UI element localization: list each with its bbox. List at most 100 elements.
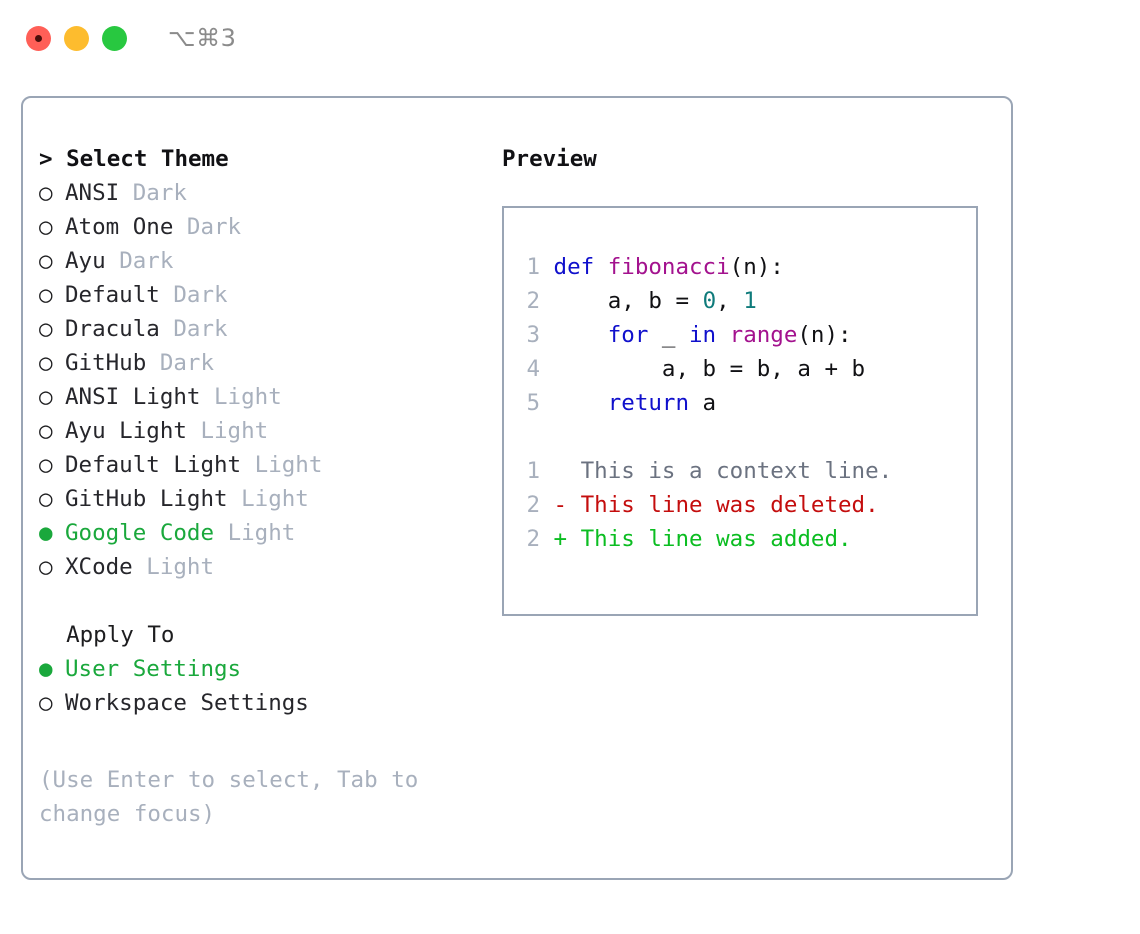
theme-name: Default Light — [65, 452, 242, 478]
radio-unselected-icon[interactable]: ○ — [39, 486, 53, 512]
line-number: 4 — [526, 356, 540, 382]
line-number: 2 — [526, 288, 540, 314]
theme-name: Atom One — [65, 214, 174, 240]
theme-list-item[interactable]: ○GitHub Dark — [39, 346, 479, 380]
theme-name: XCode — [65, 554, 133, 580]
code-token: , — [716, 288, 744, 314]
apply-to-heading: Apply To — [39, 622, 175, 648]
code-token: a, b = b, a + b — [553, 356, 866, 382]
theme-list-item[interactable]: ○ ANSI Dark — [39, 176, 479, 210]
theme-list-item[interactable]: ○ XCode Light — [39, 550, 479, 584]
preview-heading: Preview — [502, 146, 597, 172]
radio-unselected-icon[interactable]: ○ — [39, 384, 53, 410]
diff-text: This is a context line. — [540, 458, 893, 484]
theme-kind-badge: Light — [146, 554, 215, 580]
select-theme-heading: > Select Theme — [39, 146, 229, 172]
theme-name: Dracula — [65, 316, 160, 342]
code-line: 1 def fibonacci(n): — [514, 250, 970, 284]
radio-unselected-icon[interactable]: ○ — [39, 452, 53, 478]
theme-kind-badge: Dark — [159, 350, 215, 376]
theme-list-item[interactable]: ○ Ayu Dark — [39, 244, 479, 278]
code-token: (n): — [797, 322, 852, 348]
code-token: a, b = — [553, 288, 703, 314]
line-number: 5 — [526, 390, 540, 416]
diff-line: 2 + This line was added. — [514, 522, 970, 556]
radio-unselected-icon[interactable]: ○ — [39, 350, 53, 376]
window-title: ⌥⌘3 — [168, 24, 237, 52]
code-token: for — [607, 322, 649, 348]
title-bar: ⌥⌘3 — [0, 0, 1140, 78]
maximize-button[interactable] — [102, 26, 127, 51]
theme-kind-badge: Light — [227, 520, 296, 546]
apply-to-label: User Settings — [65, 656, 242, 682]
close-button[interactable] — [26, 26, 51, 51]
theme-selector-panel: > Select Theme ○ANSI Dark○Atom One Dark○… — [21, 96, 1013, 880]
radio-unselected-icon[interactable]: ○ — [39, 316, 53, 342]
theme-kind-badge: Dark — [132, 180, 187, 206]
radio-unselected-icon[interactable]: ○ — [39, 248, 53, 274]
theme-list-item[interactable]: ○Default Light Light — [39, 448, 479, 482]
apply-to-label: Workspace Settings — [65, 690, 309, 716]
code-token: in — [689, 322, 717, 348]
code-token: a — [689, 390, 717, 416]
theme-list-item[interactable]: ○Ayu Light Light — [39, 414, 479, 448]
theme-list-item[interactable]: ○ Atom One Dark — [39, 210, 479, 244]
apply-to-item[interactable]: ○ Workspace Settings — [39, 686, 479, 720]
apply-to-list[interactable]: ● User Settings ○ Workspace Settings — [39, 652, 479, 720]
apply-to-item[interactable]: ● User Settings — [39, 652, 479, 686]
radio-unselected-icon[interactable]: ○ — [39, 690, 53, 716]
radio-unselected-icon[interactable]: ○ — [39, 282, 53, 308]
line-number: 3 — [526, 322, 540, 348]
theme-name: Default — [65, 282, 160, 308]
code-token — [554, 390, 608, 416]
left-column: > Select Theme ○ANSI Dark○Atom One Dark○… — [39, 142, 479, 720]
code-token: def — [553, 254, 608, 280]
right-column: Preview 1 def fibonacci(n):2 a, b = 0, 1… — [502, 142, 992, 616]
theme-kind-badge: Dark — [119, 248, 174, 274]
theme-name: Google Code — [65, 520, 215, 546]
line-number: 1 — [526, 254, 540, 280]
code-line: 4 a, b = b, a + b — [514, 352, 970, 386]
code-token: 0 — [702, 288, 717, 314]
minimize-button[interactable] — [64, 26, 89, 51]
code-token — [716, 322, 730, 348]
theme-list-item[interactable]: ○ Default Dark — [39, 278, 479, 312]
line-number: 1 — [526, 458, 540, 484]
radio-selected-icon[interactable]: ● — [39, 520, 53, 546]
theme-list-item[interactable]: ○ANSI Light Light — [39, 380, 479, 414]
radio-unselected-icon[interactable]: ○ — [39, 418, 53, 444]
radio-unselected-icon[interactable]: ○ — [39, 554, 53, 580]
theme-name: Ayu — [65, 248, 106, 274]
diff-text: + This line was added. — [540, 526, 852, 552]
radio-unselected-icon[interactable]: ○ — [39, 180, 53, 206]
theme-kind-badge: Dark — [186, 214, 242, 240]
code-line: 3 for _ in range(n): — [514, 318, 970, 352]
theme-kind-badge: Dark — [173, 282, 228, 308]
radio-selected-icon[interactable]: ● — [39, 656, 53, 682]
diff-line: 1 This is a context line. — [514, 454, 970, 488]
code-token: 1 — [743, 288, 757, 314]
theme-kind-badge: Light — [200, 418, 269, 444]
list-spacer — [39, 584, 479, 618]
code-token: _ — [648, 322, 690, 348]
diff-text: - This line was deleted. — [540, 492, 879, 518]
theme-name: ANSI — [65, 180, 120, 206]
theme-list[interactable]: ○ ANSI Dark ○ Atom One Dark ○ Ayu Dark ○ Defaul… — [39, 176, 479, 584]
theme-name: ANSI Light — [65, 384, 201, 410]
code-token: (n): — [729, 254, 784, 280]
code-diff-separator — [514, 420, 970, 454]
theme-list-item[interactable]: ○ GitHub Light Light — [39, 482, 479, 516]
code-line: 5 return a — [514, 386, 970, 420]
line-number: 2 — [526, 492, 540, 518]
theme-name: GitHub Light — [65, 486, 228, 512]
code-token — [554, 322, 608, 348]
theme-list-item[interactable]: ● Google Code Light — [39, 516, 479, 550]
code-token: return — [607, 390, 690, 416]
diff-line: 2 - This line was deleted. — [514, 488, 970, 522]
code-token: range — [729, 322, 798, 348]
code-token: fibonacci — [607, 254, 730, 280]
theme-kind-badge: Light — [241, 486, 309, 512]
radio-unselected-icon[interactable]: ○ — [39, 214, 53, 240]
theme-list-item[interactable]: ○Dracula Dark — [39, 312, 479, 346]
